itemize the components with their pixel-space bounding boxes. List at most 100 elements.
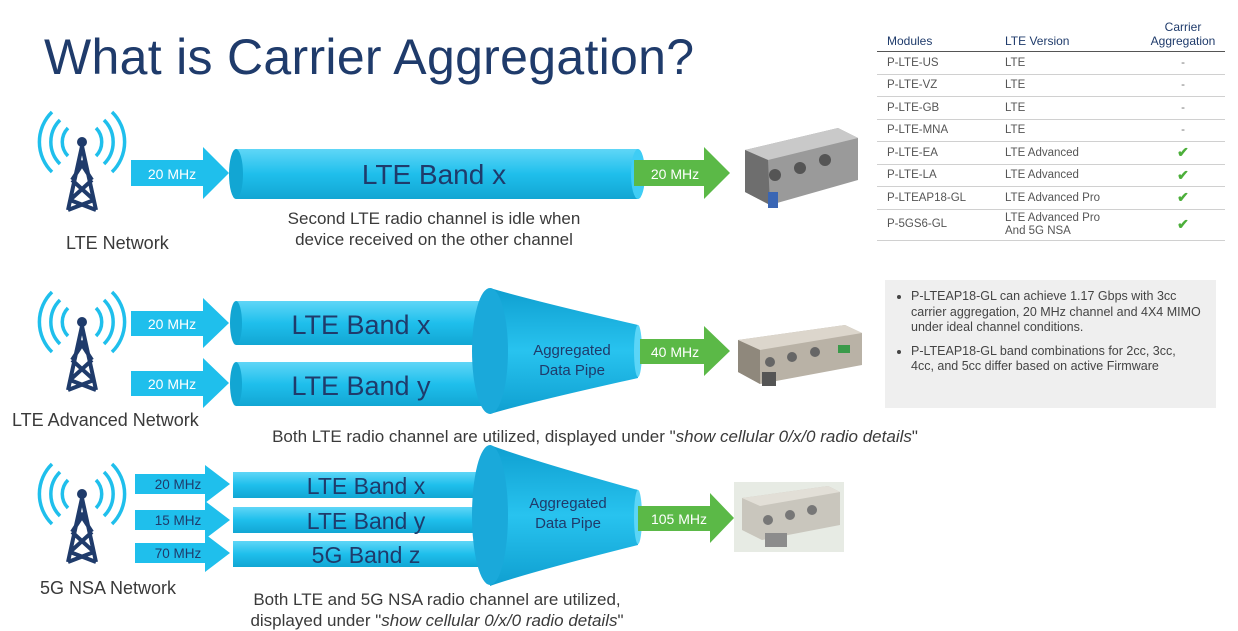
caption-s2-end: "	[911, 427, 918, 446]
cell-version-l1: LTE Advanced Pro	[1005, 211, 1101, 224]
cell-module: P-LTE-US	[877, 51, 995, 75]
cell-module: P-LTE-GB	[877, 96, 995, 120]
modem-image-s1	[745, 128, 858, 208]
band-tube-s2-a: LTE Band x	[230, 301, 492, 345]
band-label-s2-b: LTE Band y	[291, 371, 431, 401]
input-arrow-s2-a: 20 MHz	[131, 298, 229, 348]
band-tube-s2-b: LTE Band y	[230, 362, 492, 406]
check-icon: ✔	[1141, 209, 1225, 241]
header-carrier-l1: Carrier	[1164, 20, 1202, 34]
input-arrow-s3-b: 15 MHz	[135, 501, 230, 539]
cell-version-l2: And 5G NSA	[1005, 224, 1071, 237]
input-label-s2-a: 20 MHz	[148, 316, 196, 332]
pipe-label-s3-l1: Aggregated	[529, 495, 607, 512]
header-lte-version: LTE Version	[995, 18, 1141, 52]
band-label-s3-b: LTE Band y	[307, 508, 426, 534]
caption-s3-line1: Both LTE and 5G NSA radio channel are ut…	[253, 590, 621, 609]
cell-ca: -	[1141, 51, 1225, 75]
cell-module: P-5GS6-GL	[877, 209, 995, 241]
input-label-s3-a: 20 MHz	[155, 477, 202, 492]
tower-icon-lte-advanced	[37, 290, 127, 392]
aggregated-pipe-s3: Aggregated Data Pipe	[472, 445, 642, 586]
page-title: What is Carrier Aggregation?	[44, 29, 695, 85]
cell-version: LTE	[995, 119, 1141, 142]
input-label-s2-b: 20 MHz	[148, 376, 196, 392]
caption-s3-italic: show cellular 0/x/0 radio details	[381, 611, 618, 630]
caption-s2-italic: show cellular 0/x/0 radio details	[675, 427, 912, 446]
cell-ca: -	[1141, 119, 1225, 142]
input-arrow-s3-c: 70 MHz	[135, 534, 230, 572]
check-icon: ✔	[1141, 141, 1225, 165]
header-carrier-l2: Aggregation	[1150, 34, 1216, 48]
pipe-label-s2-l2: Data Pipe	[539, 362, 605, 379]
tower-icon-lte	[37, 110, 127, 212]
caption-s2-plain: Both LTE radio channel are utilized, dis…	[272, 427, 676, 446]
cell-ca: -	[1141, 74, 1225, 97]
output-arrow-s3: 105 MHz	[638, 493, 734, 543]
cell-module: P-LTE-EA	[877, 141, 995, 165]
caption-s1-line1: Second LTE radio channel is idle when	[287, 209, 581, 228]
band-label-s3-c: 5G Band z	[312, 542, 421, 568]
notes-box: P-LTEAP18-GL can achieve 1.17 Gbps with …	[885, 280, 1216, 408]
cell-ca: -	[1141, 96, 1225, 120]
output-label-s3: 105 MHz	[651, 511, 707, 527]
caption-s3: Both LTE and 5G NSA radio channel are ut…	[200, 589, 674, 631]
caption-s1-line2: device received on the other channel	[295, 230, 573, 249]
modem-image-s3	[734, 482, 844, 552]
cell-version: LTE Advanced	[995, 141, 1141, 165]
input-label-s1: 20 MHz	[148, 166, 196, 182]
cell-module: P-LTE-VZ	[877, 74, 995, 97]
output-label-s1: 20 MHz	[651, 166, 699, 182]
note-item: P-LTEAP18-GL band combinations for 2cc, …	[911, 344, 1202, 375]
output-arrow-s2: 40 MHz	[640, 326, 730, 376]
network-label-lte: LTE Network	[66, 233, 169, 253]
input-label-s3-b: 15 MHz	[155, 513, 202, 528]
check-icon: ✔	[1141, 164, 1225, 187]
cell-version: LTE	[995, 96, 1141, 120]
caption-s1: Second LTE radio channel is idle when de…	[238, 208, 630, 250]
input-arrow-s2-b: 20 MHz	[131, 358, 229, 408]
output-arrow-s1: 20 MHz	[634, 147, 730, 199]
check-icon: ✔	[1141, 186, 1225, 210]
band-label-s1: LTE Band x	[362, 159, 506, 190]
cell-version: LTE Advanced	[995, 164, 1141, 187]
header-modules: Modules	[877, 18, 995, 52]
aggregated-pipe-s2: Aggregated Data Pipe	[472, 288, 642, 414]
cell-version: LTE	[995, 51, 1141, 75]
pipe-label-s3-l2: Data Pipe	[535, 515, 601, 532]
input-arrow-s1: 20 MHz	[131, 147, 229, 199]
band-tube-s3-c: 5G Band z	[233, 541, 493, 568]
output-label-s2: 40 MHz	[651, 344, 699, 360]
note-item: P-LTEAP18-GL can achieve 1.17 Gbps with …	[911, 289, 1202, 336]
caption-s3-plain: displayed under "	[250, 611, 382, 630]
caption-s2: Both LTE radio channel are utilized, dis…	[180, 426, 1010, 447]
band-tube-s3-b: LTE Band y	[233, 507, 493, 534]
band-tube-s3-a: LTE Band x	[233, 472, 493, 499]
cell-module: P-LTEAP18-GL	[877, 186, 995, 210]
network-label-5g-nsa: 5G NSA Network	[40, 578, 177, 598]
input-arrow-s3-a: 20 MHz	[135, 465, 230, 503]
pipe-label-s2-l1: Aggregated	[533, 342, 611, 359]
band-label-s3-a: LTE Band x	[307, 473, 426, 499]
cell-module: P-LTE-LA	[877, 164, 995, 187]
band-tube-s1: LTE Band x	[229, 149, 645, 199]
cell-version: LTE	[995, 74, 1141, 97]
modem-image-s2	[738, 325, 862, 386]
network-label-lte-advanced: LTE Advanced Network	[12, 410, 199, 430]
tower-icon-5g-nsa	[37, 462, 127, 564]
caption-s3-end: "	[617, 611, 624, 630]
cell-module: P-LTE-MNA	[877, 119, 995, 142]
